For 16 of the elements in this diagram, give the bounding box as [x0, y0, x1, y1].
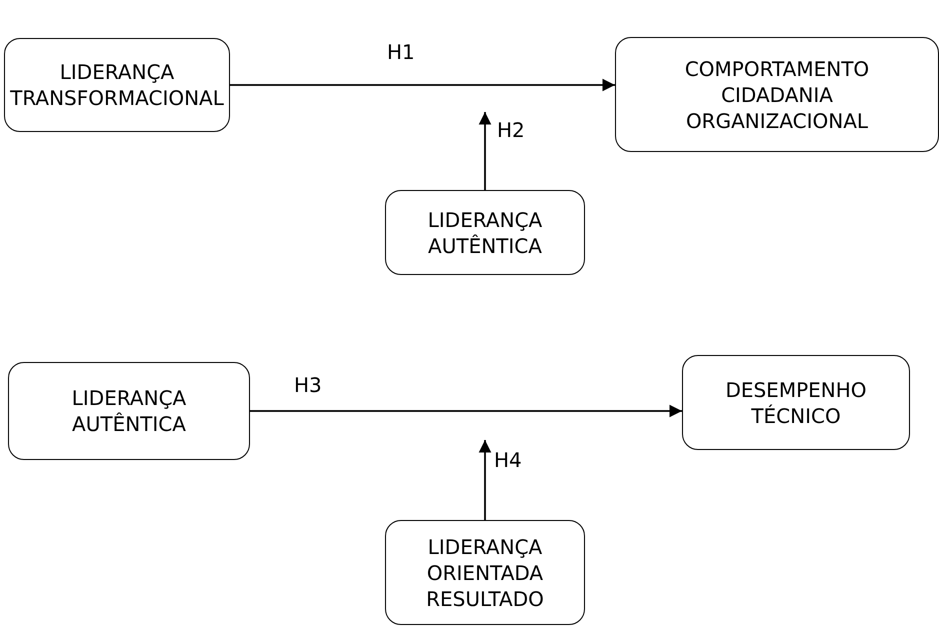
node-label: LIDERANÇA AUTÊNTICA: [426, 206, 544, 258]
rounded-box: [8, 362, 250, 460]
arrow: [478, 440, 492, 520]
arrow: [478, 112, 492, 190]
rounded-box: [682, 355, 910, 450]
arrow: [250, 404, 682, 418]
node-label: LIDERANÇA TRANSFORMACIONAL: [9, 59, 225, 111]
node-label: COMPORTAMENTO CIDADANIA ORGANIZACIONAL: [684, 56, 870, 134]
rounded-box: [615, 37, 939, 152]
rounded-box: [385, 190, 585, 275]
node-label: DESEMPENHO TÉCNICO: [724, 376, 868, 428]
rounded-box: [4, 38, 230, 132]
rounded-box: [385, 520, 585, 625]
arrow: [230, 78, 615, 92]
node-label: LIDERANÇA AUTÊNTICA: [70, 385, 188, 437]
node-label: LIDERANÇA ORIENTADA RESULTADO: [425, 534, 545, 612]
